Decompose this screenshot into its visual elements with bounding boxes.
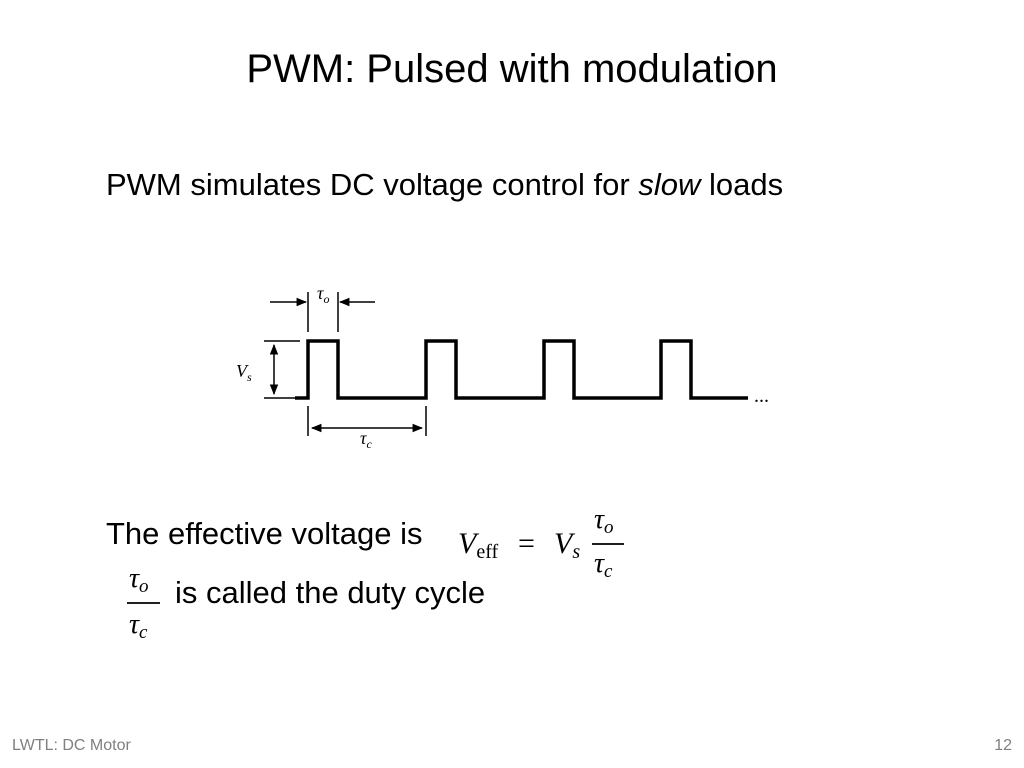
- formula-denominator: τc: [594, 548, 613, 582]
- waveform-ellipsis: ...: [754, 385, 769, 407]
- bullet-text-emphasis: slow: [638, 167, 701, 202]
- effective-voltage-formula: Veff = Vs τo τc: [458, 504, 624, 582]
- formula-rhs: Vs: [554, 527, 580, 563]
- bullet-text-prefix: PWM simulates DC voltage control for: [106, 167, 639, 202]
- duty-numerator: τo: [129, 563, 149, 597]
- pwm-square-wave: [295, 339, 748, 400]
- footer-course-title: LWTL: DC Motor: [12, 737, 131, 754]
- formula-numerator: τo: [594, 504, 614, 538]
- formula-lhs: Veff: [458, 527, 499, 563]
- vs-label: Vs: [236, 361, 252, 384]
- tau-o-label: τo: [317, 283, 329, 306]
- bullet-text-suffix: loads: [700, 167, 784, 202]
- duty-cycle-fraction: τo τc: [127, 563, 160, 643]
- effective-voltage-text: The effective voltage is: [106, 516, 423, 551]
- slide-title: PWM: Pulsed with modulation: [246, 47, 778, 91]
- tau-c-label: τc: [360, 428, 372, 451]
- formula-equals: =: [518, 527, 535, 560]
- bullet-slow-loads: PWM simulates DC voltage control for slo…: [106, 166, 783, 204]
- duty-cycle-text: is called the duty cycle: [175, 575, 486, 610]
- duty-denominator: τc: [129, 609, 148, 643]
- footer-page-number: 12: [994, 737, 1012, 754]
